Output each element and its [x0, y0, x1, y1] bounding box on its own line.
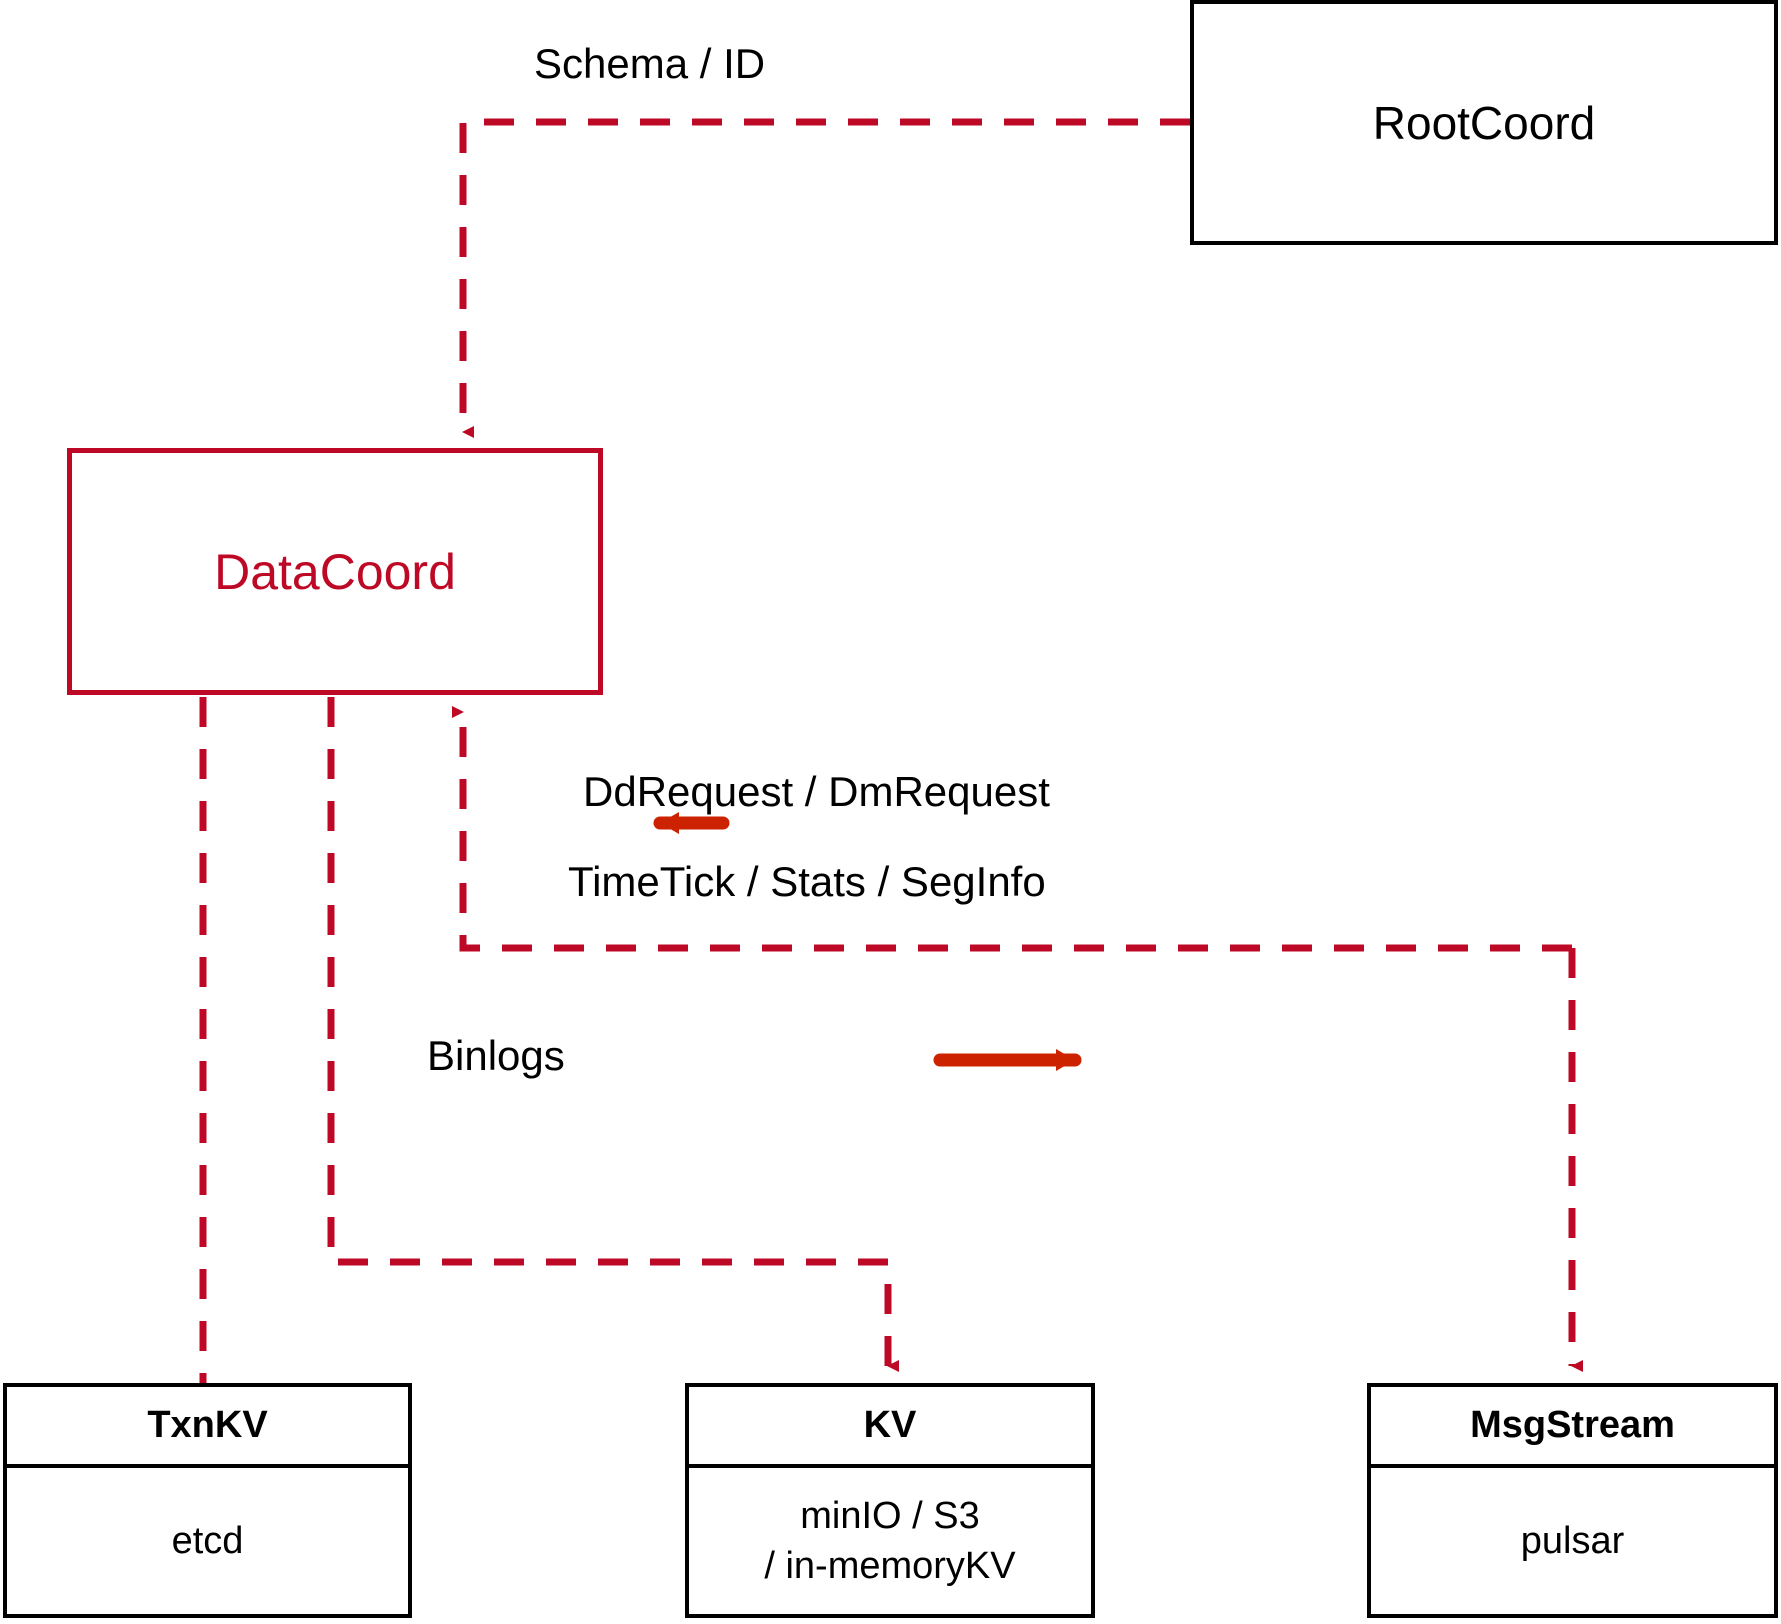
node-txnkv-header: TxnKV	[7, 1387, 408, 1468]
node-kv-body-line-1: minIO / S3	[800, 1494, 980, 1537]
edge-label-ddrequest: DdRequest / DmRequest	[583, 768, 1050, 815]
node-datacoord-label: DataCoord	[214, 543, 456, 600]
node-rootcoord-label: RootCoord	[1372, 96, 1596, 149]
node-msgstream-body: pulsar	[1371, 1468, 1774, 1614]
node-kv-body: minIO / S3 / in-memoryKV	[689, 1468, 1091, 1614]
node-datacoord[interactable]: DataCoord	[67, 448, 603, 695]
node-kv-header: KV	[689, 1387, 1091, 1468]
node-txnkv-body-line: etcd	[171, 1519, 244, 1562]
node-msgstream-header: MsgStream	[1371, 1387, 1774, 1468]
edge-label-schema-id: Schema / ID	[534, 40, 766, 87]
edge-label-timetick: TimeTick / Stats / SegInfo	[568, 858, 1046, 905]
edge-msgstream-to-datacoord	[452, 706, 1572, 952]
node-rootcoord[interactable]: RootCoord	[1190, 0, 1778, 245]
node-msgstream-body-line: pulsar	[1520, 1519, 1625, 1562]
node-msgstream[interactable]: MsgStream pulsar	[1367, 1383, 1778, 1618]
node-kv[interactable]: KV minIO / S3 / in-memoryKV	[685, 1383, 1095, 1618]
node-kv-body-line-2: / in-memoryKV	[764, 1545, 1016, 1587]
node-txnkv-body: etcd	[7, 1468, 408, 1614]
edge-datacoord-to-kv	[327, 697, 899, 1372]
edge-label-binlogs: Binlogs	[427, 1032, 565, 1079]
edge-rootcoord-to-datacoord	[459, 118, 1190, 438]
node-txnkv[interactable]: TxnKV etcd	[3, 1383, 412, 1618]
